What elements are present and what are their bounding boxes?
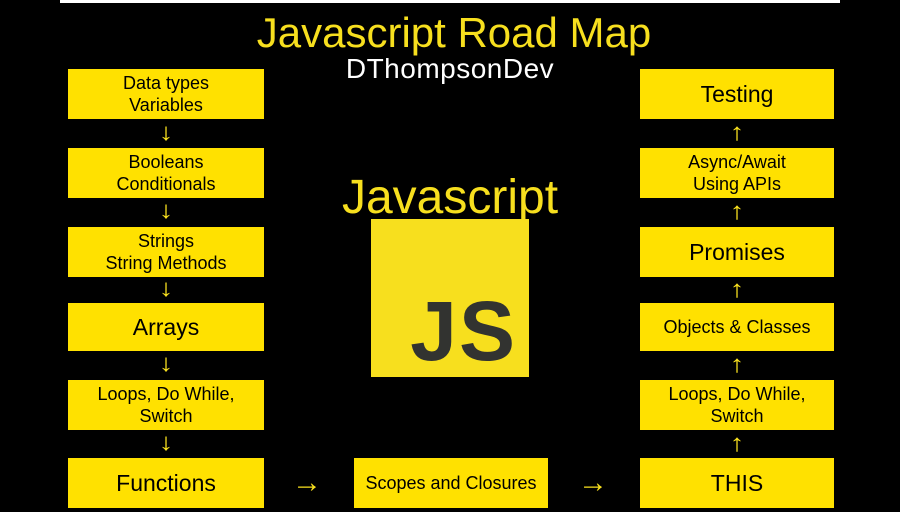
node-line: Variables [129,95,203,115]
arrow-down-icon: ↓ [158,429,174,456]
node-data-types-variables: Data types Variables [68,69,264,119]
node-this: THIS [640,458,834,508]
arrow-down-icon: ↓ [158,197,174,224]
roadmap-title: Javascript Road Map [256,9,652,56]
node-loops-switch-left: Loops, Do While, Switch [68,380,264,430]
author-subtitle: DThompsonDev [345,53,555,84]
node-line: Switch [139,406,193,426]
arrow-up-icon: ↑ [729,351,745,378]
node-line: Switch [710,406,764,426]
node-line: Strings [137,231,195,251]
node-objects-classes: Objects & Classes [640,303,834,351]
node-booleans-conditionals: Booleans Conditionals [68,148,264,198]
js-logo-text: JS [410,284,517,378]
node-line: Async/Await [688,152,786,172]
node-async-await-apis: Async/Await Using APIs [640,148,834,198]
arrow-up-icon: ↑ [729,119,745,146]
node-line: THIS [710,470,764,496]
arrow-up-icon: ↑ [729,430,745,457]
arrow-down-icon: ↓ [158,119,174,146]
node-line: Objects & Classes [663,317,811,337]
node-line: Loops, Do While, [668,384,806,404]
node-line: Loops, Do While, [97,384,235,404]
node-line: Conditionals [116,174,216,194]
node-promises: Promises [640,227,834,277]
node-line: String Methods [105,253,227,273]
arrow-down-icon: ↓ [158,350,174,377]
node-testing: Testing [640,69,834,119]
arrow-right-icon: → [292,466,322,499]
node-strings-string-methods: Strings String Methods [68,227,264,277]
arrow-right-icon: → [578,466,608,499]
node-scopes-closures: Scopes and Closures [354,458,548,508]
node-line: Data types [122,73,210,93]
node-arrays: Arrays [68,303,264,351]
arrow-up-icon: ↑ [729,276,745,303]
arrow-down-icon: ↓ [158,275,174,302]
node-line: Testing [700,81,774,107]
node-line: Scopes and Closures [365,473,537,493]
node-line: Using APIs [692,174,782,194]
js-logo: JS [371,219,529,377]
top-border-line [60,0,840,3]
node-line: Arrays [132,314,200,340]
arrow-up-icon: ↑ [729,198,745,225]
node-line: Promises [689,239,785,265]
center-heading: Javascript [341,171,559,224]
node-functions: Functions [68,458,264,508]
node-line: Booleans [128,152,204,172]
node-line: Functions [116,470,216,496]
node-loops-switch-right: Loops, Do While, Switch [640,380,834,430]
